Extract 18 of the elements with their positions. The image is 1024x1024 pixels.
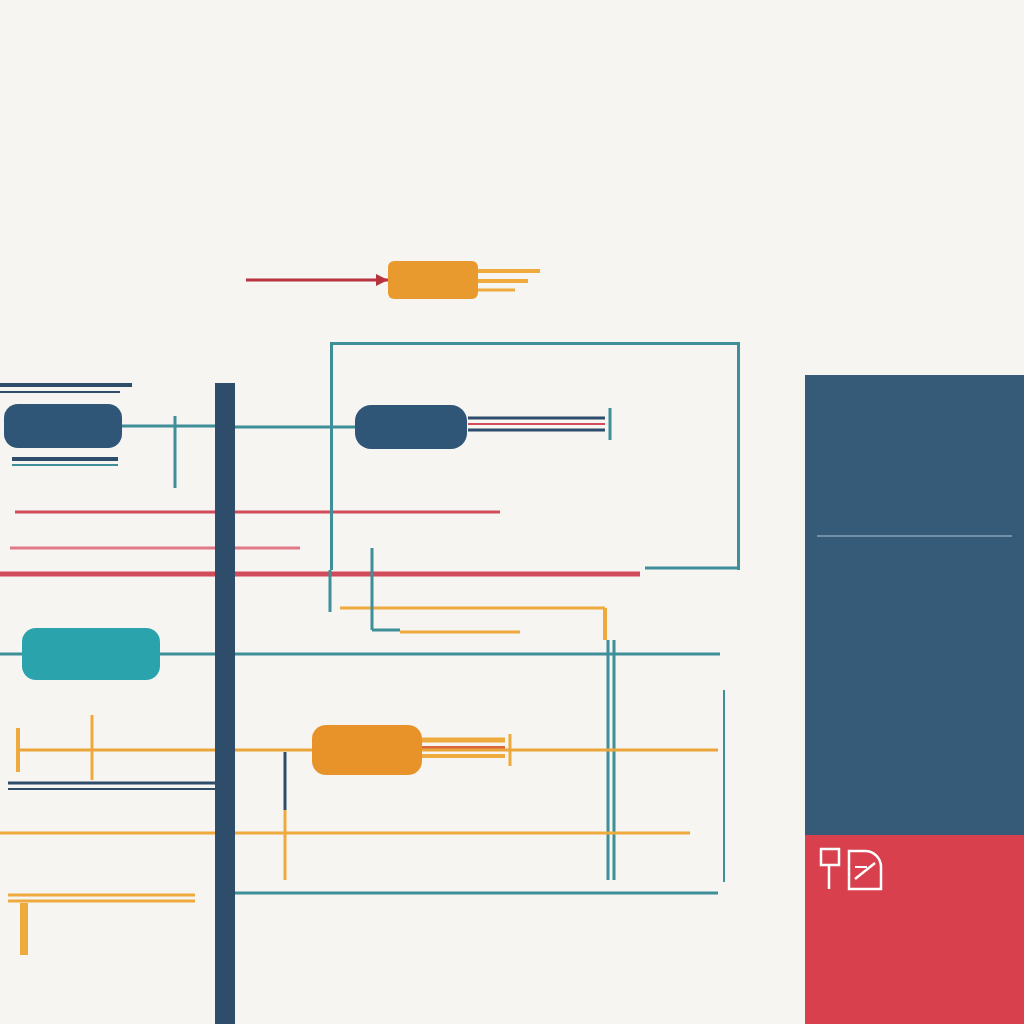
connector-line <box>235 652 720 656</box>
side-panel <box>805 375 1024 835</box>
footer-panel <box>805 835 1024 1024</box>
connector-line <box>160 652 215 656</box>
rounded-pill <box>22 628 160 680</box>
arrow <box>246 274 388 286</box>
bracket-frame <box>330 342 740 570</box>
connector-line <box>422 748 718 752</box>
connector-line <box>0 652 22 656</box>
connector-line <box>18 748 215 752</box>
rounded-tag <box>388 261 478 299</box>
rounded-pill <box>312 725 422 775</box>
vertical-bar <box>215 383 235 1024</box>
rounded-pill <box>355 405 467 449</box>
connector-line <box>235 748 312 752</box>
connector-line <box>235 425 355 429</box>
connector-line <box>122 424 215 428</box>
rounded-pill <box>4 404 122 448</box>
